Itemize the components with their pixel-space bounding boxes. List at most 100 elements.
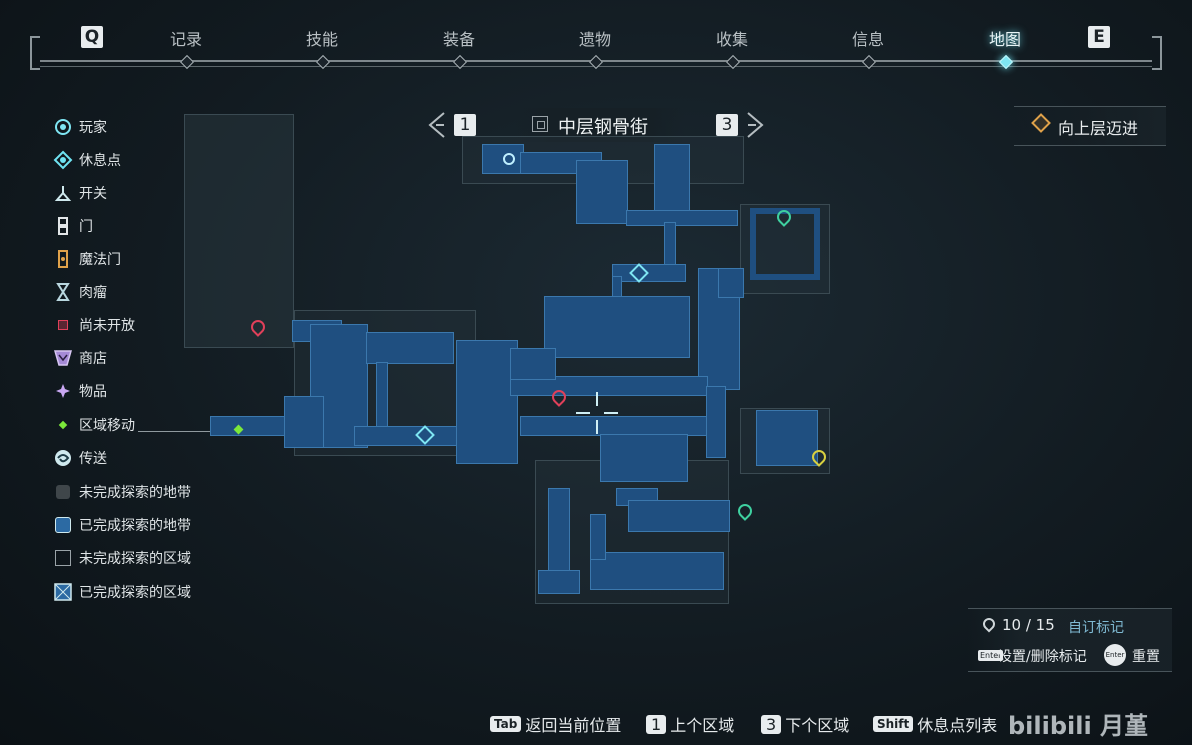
next-tab-key[interactable]: E	[1088, 26, 1110, 48]
nav-left-bracket	[30, 36, 40, 70]
marker-count-label: 自订标记	[1068, 620, 1124, 636]
objective-label: 向上层迈进	[1058, 119, 1139, 138]
map-cursor-crosshair-icon	[576, 392, 618, 434]
legend-label: 传送	[79, 451, 107, 467]
nav-right-bracket	[1152, 36, 1162, 70]
teleport-icon	[53, 448, 73, 468]
not-open-icon	[53, 315, 73, 335]
map-frame-left	[184, 114, 294, 348]
next-area-key[interactable]: 3	[716, 114, 738, 136]
hint-rest-point-list[interactable]: Shift 休息点列表	[873, 712, 997, 736]
map-room	[600, 434, 688, 482]
hint-next-area[interactable]: 3 下个区域	[761, 712, 849, 736]
hint-label: 上个区域	[670, 716, 735, 735]
explored-area-icon	[53, 582, 73, 602]
area-icon	[532, 116, 548, 132]
tab-records[interactable]: 记录	[169, 30, 202, 49]
watermark: bilibili 月堇	[1008, 712, 1149, 740]
prev-area-key[interactable]: 1	[454, 114, 476, 136]
custom-marker-green-icon[interactable]	[735, 501, 755, 521]
hint-label: 返回当前位置	[525, 716, 622, 735]
legend-label: 未完成探索的地带	[79, 485, 191, 501]
door-icon	[53, 216, 73, 236]
map-room	[626, 210, 738, 226]
marker-count: 10 / 15	[1002, 616, 1055, 634]
map-room	[538, 570, 580, 594]
map-room	[520, 416, 722, 436]
unexplored-zone-icon	[53, 482, 73, 502]
legend-switch: 开关	[53, 181, 107, 205]
next-area-arrow-icon[interactable]	[746, 111, 766, 139]
legend-area-move: 区域移动	[53, 413, 135, 437]
legend-label: 物品	[79, 384, 107, 400]
rest-point-icon	[53, 150, 73, 170]
legend-item: 物品	[53, 379, 107, 403]
map-room	[510, 348, 556, 380]
tab-relics[interactable]: 遗物	[578, 30, 611, 49]
prev-area-arrow-icon[interactable]	[426, 111, 446, 139]
area-move-icon	[53, 415, 73, 435]
prev-tab-key[interactable]: Q	[81, 26, 103, 48]
legend-player: 玩家	[53, 115, 107, 139]
tab-collection[interactable]: 收集	[715, 30, 748, 49]
hint-label: 休息点列表	[917, 716, 998, 735]
legend-label: 休息点	[79, 153, 121, 169]
tab-equipment[interactable]: 装备	[442, 30, 475, 49]
map-room	[718, 268, 744, 298]
marker-panel	[968, 608, 1172, 672]
hint-return-position[interactable]: Tab 返回当前位置	[490, 712, 621, 736]
legend-explored-zone: 已完成探索的地带	[53, 513, 191, 537]
shop-icon	[53, 348, 73, 368]
legend-label: 已完成探索的区域	[79, 585, 191, 601]
map-room	[628, 500, 730, 532]
flesh-tumor-icon	[53, 282, 73, 302]
legend-unexplored-zone: 未完成探索的地带	[53, 480, 191, 504]
map-room	[612, 264, 686, 282]
legend-label: 商店	[79, 351, 107, 367]
tab-skills[interactable]: 技能	[305, 30, 338, 49]
map-room	[706, 386, 726, 458]
legend-rest-point: 休息点	[53, 148, 121, 172]
set-marker-key[interactable]: Enter	[978, 650, 1004, 661]
area-move-leader-line	[138, 431, 218, 432]
legend-unexplored-area: 未完成探索的区域	[53, 546, 191, 570]
legend-shop: 商店	[53, 346, 107, 370]
map-room	[456, 340, 518, 464]
legend-magic-door: 魔法门	[53, 247, 121, 271]
map-room	[590, 552, 724, 590]
switch-icon	[53, 183, 73, 203]
legend-not-open: 尚未开放	[53, 313, 135, 337]
tab-info[interactable]: 信息	[851, 30, 884, 49]
key-3: 3	[761, 714, 782, 734]
map-room	[210, 416, 286, 436]
map-room	[544, 296, 690, 358]
legend-label: 开关	[79, 186, 107, 202]
area-name: 中层钢骨街	[558, 117, 648, 138]
magic-door-icon	[53, 249, 73, 269]
reset-marker-label: 重置	[1132, 649, 1160, 665]
legend-label: 尚未开放	[79, 318, 135, 334]
shift-key: Shift	[873, 716, 914, 732]
map-room	[756, 410, 818, 466]
map-room	[590, 514, 606, 560]
map-room	[284, 396, 324, 448]
legend-label: 已完成探索的地带	[79, 518, 191, 534]
legend-label: 未完成探索的区域	[79, 551, 191, 567]
objective-panel	[1014, 106, 1166, 146]
hint-previous-area[interactable]: 1 上个区域	[646, 712, 734, 736]
map-room	[750, 208, 820, 280]
reset-marker-key[interactable]: Enter	[1104, 644, 1126, 666]
legend-teleport: 传送	[53, 446, 107, 470]
map-room	[366, 332, 454, 364]
map-area[interactable]	[180, 100, 840, 610]
legend-flesh-tumor: 肉瘤	[53, 280, 107, 304]
explored-zone-icon	[53, 515, 73, 535]
legend-label: 门	[79, 219, 93, 235]
map-room	[354, 426, 466, 446]
map-room	[576, 160, 628, 224]
tab-map[interactable]: 地图	[988, 30, 1021, 49]
legend-label: 肉瘤	[79, 285, 107, 301]
legend-explored-area: 已完成探索的区域	[53, 580, 191, 604]
key-1: 1	[646, 714, 667, 734]
item-icon	[53, 381, 73, 401]
